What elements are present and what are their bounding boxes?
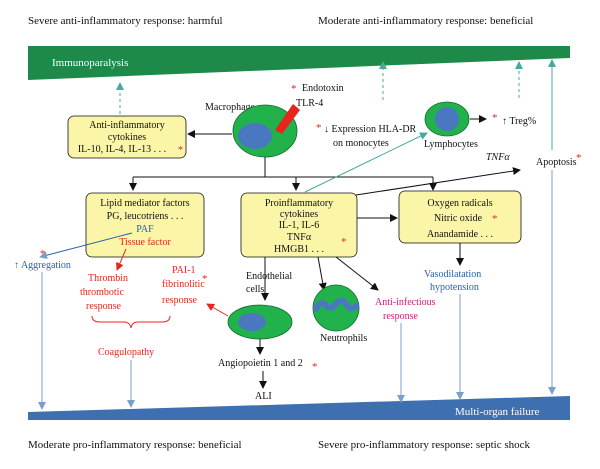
arrow-paf-to-aggregation <box>39 232 133 260</box>
macrophage-nucleus <box>238 123 272 149</box>
lymphocyte-nucleus <box>435 107 459 131</box>
anti-infectious-line2: response <box>383 311 419 322</box>
oxygen-line2: Nitric oxide <box>434 213 483 224</box>
treg-label: ↑ Treg% <box>502 116 536 127</box>
thrombin-line2: thrombotic <box>80 287 124 298</box>
arrow-tnfa <box>355 167 521 196</box>
oxygen-line1: Oxygen radicals <box>427 198 492 209</box>
ali-label: ALI <box>255 391 272 402</box>
multi-organ-failure-label: Multi-organ failure <box>455 406 540 418</box>
treg-asterisk: * <box>492 112 498 124</box>
anti-infectious-line1: Anti-infectious <box>375 297 436 308</box>
vasodilatation-line1: Vasodilatation <box>424 269 481 280</box>
hla-label-line2: on monocytes <box>333 138 389 149</box>
neutrophils-label: Neutrophils <box>320 333 367 344</box>
lipid-line2: PG, leucotriens . . . <box>107 211 184 222</box>
lipid-line3: PAF <box>136 224 154 235</box>
immunoparalysis-label: Immunoparalysis <box>52 57 128 69</box>
proinflammatory-box <box>240 192 358 258</box>
header-bottom-right: Severe pro-inflammatory response: septic… <box>318 439 530 451</box>
macrophage-branch-lines <box>129 157 437 191</box>
pro-line1: Proinflammatory <box>265 198 333 209</box>
lipid-line4: Tissue factor <box>119 237 171 248</box>
neutrophil-nucleus <box>313 297 359 312</box>
lipid-line1: Lipid mediator factors <box>100 198 190 209</box>
thrombin-line3: response <box>86 301 122 312</box>
pai-line1: PAI-1 <box>172 265 196 276</box>
header-top-right: Moderate anti-inflammatory response: ben… <box>318 15 533 27</box>
anti-inflammatory-line3: IL-10, IL-4, IL-13 . . . <box>78 144 166 155</box>
coagulopathy-brace <box>91 315 171 329</box>
macrophage-label: Macrophage <box>205 102 256 113</box>
coagulopathy-label: Coagulopathy <box>98 347 154 358</box>
pro-line5: HMGB1 . . . <box>274 244 324 255</box>
endotoxin-asterisk: * <box>291 83 297 95</box>
header-top-left: Severe anti-inflammatory response: harmf… <box>28 15 223 27</box>
endothelial-nucleus <box>238 313 266 331</box>
blue-down-arrows <box>38 170 556 410</box>
arrow-tissue-factor <box>116 248 127 271</box>
vasodilatation-line2: hypotension <box>430 282 479 293</box>
pai-line3: response <box>162 295 198 306</box>
hla-asterisk: * <box>316 122 322 134</box>
thrombin-line1: Thrombin <box>88 273 128 284</box>
pai-line2: fibrinolitic <box>162 279 205 290</box>
endothelial-label-line1: Endothelial <box>246 271 292 282</box>
anti-inflammatory-line2: cytokines <box>108 132 146 143</box>
lymphocytes-label: Lymphocytes <box>424 139 478 150</box>
arrow-pro-to-lymphocytes <box>304 132 428 193</box>
tnfa-label: TNFα <box>486 152 510 163</box>
immunoparalysis-wedge <box>28 46 570 80</box>
aggregation-label: ↑ Aggregation <box>14 260 71 271</box>
tlr4-label: TLR-4 <box>296 98 323 109</box>
multi-organ-failure-wedge <box>28 396 570 420</box>
anti-inflammatory-asterisk: * <box>178 145 183 156</box>
pai-asterisk: * <box>202 273 208 285</box>
pro-line3: IL-1, IL-6 <box>279 220 320 231</box>
pro-asterisk: * <box>341 236 347 248</box>
anti-inflammatory-box <box>67 115 187 159</box>
arrow-pro-to-neutrophils <box>317 256 327 291</box>
endothelial-label-line2: cells <box>246 284 264 295</box>
tlr4-receptor-icon <box>275 104 300 134</box>
pro-line2: cytokines <box>280 209 318 220</box>
apoptosis-asterisk: * <box>576 152 582 164</box>
anti-inflammatory-line1: Anti-inflammatory <box>89 120 165 131</box>
angiopoietin-asterisk: * <box>312 361 318 373</box>
aggregation-asterisk: * <box>40 248 46 260</box>
lipid-mediator-box <box>85 192 205 258</box>
arrow-endothelial-to-pai <box>206 303 229 317</box>
oxygen-line3: Anandamide . . . <box>427 229 493 240</box>
header-bottom-left: Moderate pro-inflammatory response: bene… <box>28 439 242 451</box>
pro-line4: TNFα <box>287 232 312 243</box>
angiopoietin-label: Angiopoietin 1 and 2 <box>218 358 303 369</box>
oxygen-asterisk: * <box>492 213 498 225</box>
arrow-pro-to-anti-infectious <box>335 256 379 291</box>
apoptosis-label: Apoptosis <box>536 157 577 168</box>
hla-label-line1: ↓ Expression HLA-DR <box>324 124 417 135</box>
teal-dashed-arrows <box>116 61 523 114</box>
endotoxin-label: Endotoxin <box>302 83 344 94</box>
